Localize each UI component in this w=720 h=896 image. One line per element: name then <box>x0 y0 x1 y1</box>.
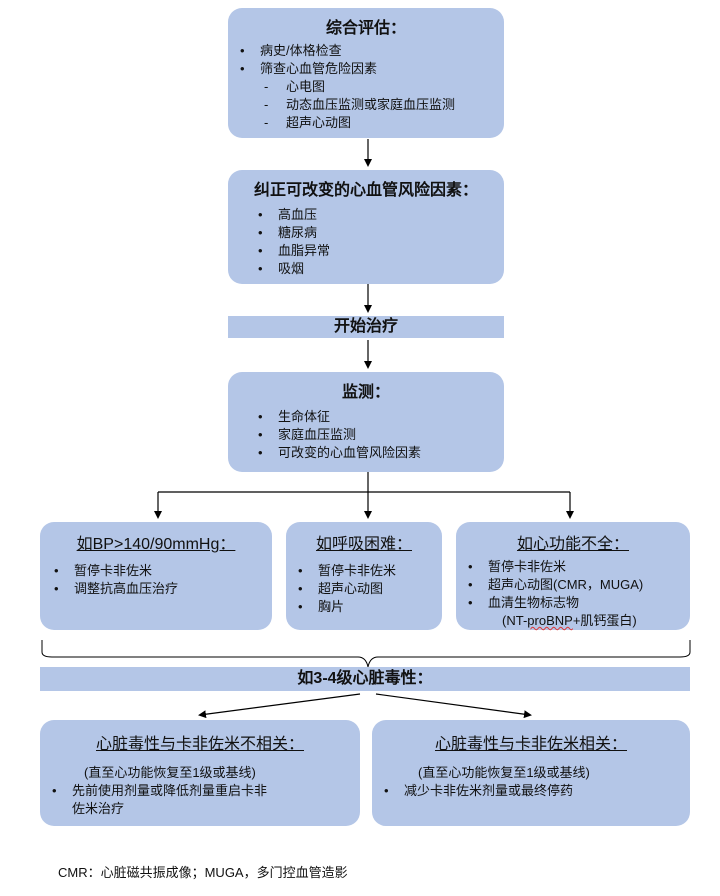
dyspnea-item: 胸片 <box>286 598 442 616</box>
assessment-subitem: 心电图 <box>228 78 504 96</box>
heart-failure-extra-suffix: +肌钙蛋白) <box>572 613 637 628</box>
unrelated-title: 心脏毒性与卡非佐米不相关： <box>95 736 304 753</box>
grade-toxicity-label: 如3-4级心脏毒性： <box>297 670 433 687</box>
unrelated-item-line2: 佐米治疗 <box>72 801 125 816</box>
grouping-brace <box>41 640 691 668</box>
heart-failure-title: 如心功能不全： <box>516 536 629 553</box>
heart-failure-box: 如心功能不全： 暂停卡非佐米 超声心动图(CMR，MUGA) 血清生物标志物 (… <box>456 522 690 630</box>
hypertension-item: 调整抗高血压治疗 <box>42 580 272 598</box>
hypertension-title: 如BP>140/90mmHg： <box>76 536 236 553</box>
arrow-to-related <box>375 693 532 719</box>
start-treatment-bar: 开始治疗 <box>228 316 504 338</box>
arrow-to-unrelated <box>198 693 361 719</box>
related-title: 心脏毒性与卡非佐米相关： <box>434 736 627 753</box>
heart-failure-item: 暂停卡非佐米 <box>456 558 690 576</box>
start-treatment-label: 开始治疗 <box>333 318 398 335</box>
assessment-title: 综合评估： <box>325 20 406 37</box>
monitoring-item: 可改变的心血管风险因素 <box>246 444 504 462</box>
assessment-subitem: 超声心动图 <box>228 114 504 132</box>
dyspnea-item: 超声心动图 <box>286 580 442 598</box>
monitoring-box: 监测： 生命体征 家庭血压监测 可改变的心血管风险因素 <box>228 372 504 472</box>
monitoring-item: 生命体征 <box>246 408 504 426</box>
heart-failure-item: 超声心动图(CMR，MUGA) <box>456 576 690 594</box>
unrelated-note: (直至心功能恢复至1级或基线) <box>84 765 256 780</box>
risk-factors-box: 纠正可改变的心血管风险因素： 高血压 糖尿病 血脂异常 吸烟 <box>228 170 504 284</box>
monitoring-title: 监测： <box>341 384 390 401</box>
assessment-item: 筛查心血管危险因素 <box>228 60 504 78</box>
heart-failure-extra-prefix: (NT- <box>502 613 528 628</box>
dyspnea-item: 暂停卡非佐米 <box>286 562 442 580</box>
assessment-item: 病史/体格检查 <box>228 42 504 60</box>
heart-failure-item: 血清生物标志物 <box>456 594 690 612</box>
monitoring-item: 家庭血压监测 <box>246 426 504 444</box>
dyspnea-title: 如呼吸困难： <box>315 536 412 553</box>
grade-toxicity-bar: 如3-4级心脏毒性： <box>40 667 690 691</box>
related-item: 减少卡非佐米剂量或最终停药 <box>372 782 690 800</box>
hypertension-box: 如BP>140/90mmHg： 暂停卡非佐米 调整抗高血压治疗 <box>40 522 272 630</box>
related-box: 心脏毒性与卡非佐米相关： (直至心功能恢复至1级或基线) 减少卡非佐米剂量或最终… <box>372 720 690 826</box>
risk-factors-title: 纠正可改变的心血管风险因素： <box>253 182 478 199</box>
risk-factor-item: 血脂异常 <box>246 242 504 260</box>
assessment-subitem: 动态血压监测或家庭血压监测 <box>228 96 504 114</box>
heart-failure-extra-marker: proBNP <box>527 613 573 628</box>
assessment-box: 综合评估： 病史/体格检查 筛查心血管危险因素 心电图 动态血压监测或家庭血压监… <box>228 8 504 138</box>
unrelated-item-line1: 先前使用剂量或降低剂量重启卡非 <box>72 783 268 798</box>
related-note: (直至心功能恢复至1级或基线) <box>418 765 590 780</box>
risk-factor-item: 糖尿病 <box>246 224 504 242</box>
dyspnea-box: 如呼吸困难： 暂停卡非佐米 超声心动图 胸片 <box>286 522 442 630</box>
risk-factor-item: 吸烟 <box>246 260 504 278</box>
heart-failure-extra: (NT-proBNP+肌钙蛋白) <box>456 612 690 630</box>
hypertension-item: 暂停卡非佐米 <box>42 562 272 580</box>
footnote: CMR：心脏磁共振成像；MUGA，多门控血管造影 <box>58 865 348 880</box>
unrelated-box: 心脏毒性与卡非佐米不相关： (直至心功能恢复至1级或基线) 先前使用剂量或降低剂… <box>40 720 360 826</box>
risk-factor-item: 高血压 <box>246 206 504 224</box>
